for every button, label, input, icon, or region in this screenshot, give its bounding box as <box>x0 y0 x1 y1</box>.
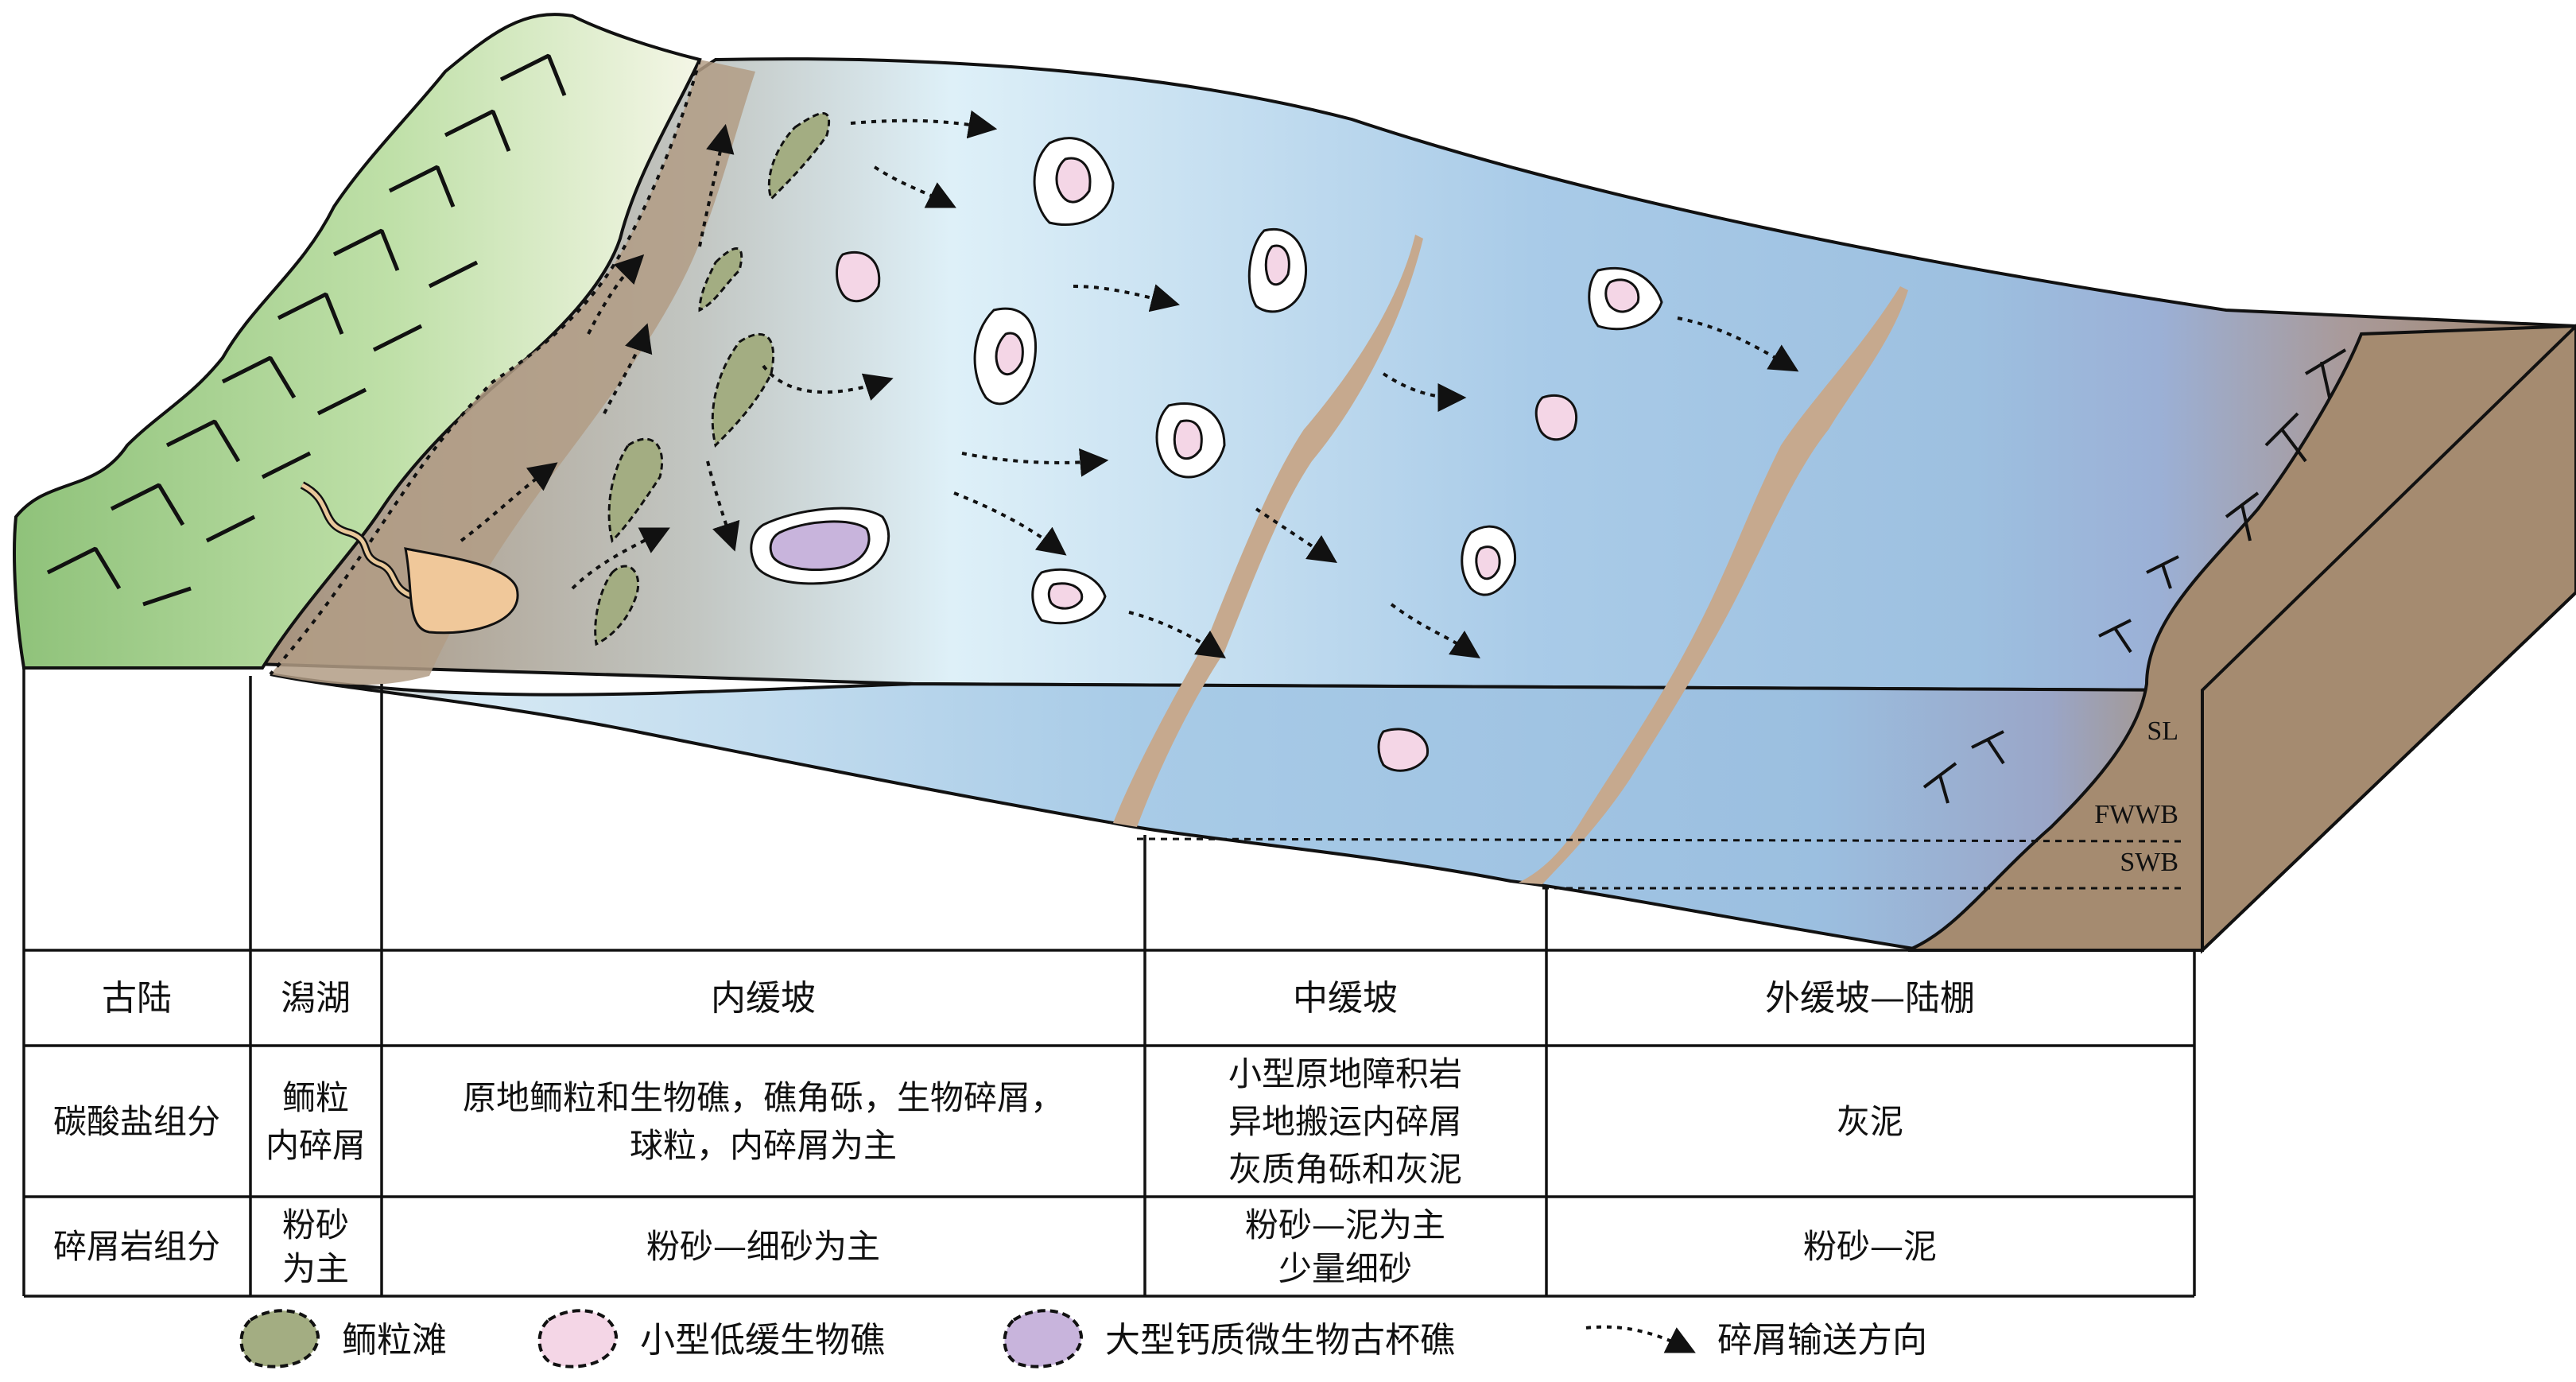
ancient-land <box>13 13 702 670</box>
carbonate-lagoon-line2: 内碎屑 <box>266 1126 366 1165</box>
level-sl: SL <box>2147 716 2178 746</box>
zone-inner-ramp: 内缓坡 <box>711 978 816 1019</box>
clastic-components: 粉砂 为主 粉砂—细砂为主 粉砂—泥为主 少量细砂 粉砂—泥 <box>282 1205 1937 1288</box>
debris-transport-arrows <box>460 110 1799 658</box>
row-headers: 碳酸盐组分 碎屑岩组分 <box>53 1102 220 1266</box>
legend-large-archaeocyath-reef: 大型钙质微生物古杯礁 <box>1105 1320 1455 1361</box>
small-bioherm-icon <box>537 1309 619 1368</box>
carbonate-lagoon-line1: 鲕粒 <box>282 1078 349 1117</box>
front-water-column <box>270 673 2204 952</box>
clastic-lagoon-line1: 粉砂 <box>282 1205 349 1244</box>
clastic-inner: 粉砂—细砂为主 <box>646 1227 880 1266</box>
clastic-middle-line2: 少量细砂 <box>1278 1249 1412 1288</box>
level-fwwb: FWWB <box>2094 800 2178 829</box>
carbonate-inner-line1: 原地鲕粒和生物礁，礁角砾，生物碎屑， <box>463 1078 1064 1117</box>
legend-debris-transport: 碎屑输送方向 <box>1717 1320 1927 1361</box>
zone-middle-ramp: 中缓坡 <box>1293 978 1398 1019</box>
clastic-lagoon-line2: 为主 <box>282 1249 349 1288</box>
shoreline-dashed <box>269 59 701 676</box>
lagoon-zone <box>270 60 755 685</box>
outer-slope-branching-marks <box>1922 348 2347 804</box>
legend-oolite-shoal: 鲕粒滩 <box>342 1320 447 1361</box>
outer-shelf-sediment <box>1907 324 2576 954</box>
clastic-middle-line1: 粉砂—泥为主 <box>1245 1205 1445 1244</box>
river-delta <box>300 481 519 635</box>
small-bioherms <box>836 137 1663 772</box>
zone-ancient-land: 古陆 <box>102 978 172 1019</box>
carbonate-middle-line2: 异地搬运内碎屑 <box>1228 1102 1462 1141</box>
level-swb: SWB <box>2120 848 2178 877</box>
clastic-outer: 粉砂—泥 <box>1803 1227 1937 1266</box>
dotted-arrow-icon <box>1585 1325 1696 1353</box>
large-archaeocyath-reef-icon <box>1003 1309 1084 1368</box>
zone-outer-ramp-shelf: 外缓坡—陆棚 <box>1765 978 1975 1019</box>
oolite-shoals <box>594 112 831 646</box>
zone-names: 古陆 潟湖 内缓坡 中缓坡 外缓坡—陆棚 <box>102 978 1975 1019</box>
legend: 鲕粒滩 小型低缓生物礁 大型钙质微生物古杯礁 碎屑输送方向 <box>239 1309 1927 1368</box>
carbonate-components: 鲕粒 内碎屑 原地鲕粒和生物礁，礁角砾，生物碎屑， 球粒，内碎屑为主 小型原地障… <box>266 1054 1903 1189</box>
legend-small-bioherm: 小型低缓生物礁 <box>640 1320 885 1361</box>
row-header-clastic: 碎屑岩组分 <box>53 1227 220 1266</box>
mid-ramp-sediment-streaks <box>1113 235 1908 884</box>
zone-lagoon: 潟湖 <box>281 978 351 1019</box>
water-levels: SL FWWB SWB <box>1136 716 2187 890</box>
large-archaeocyath-reef <box>750 507 890 585</box>
row-header-carbonate: 碳酸盐组分 <box>53 1102 220 1141</box>
carbonate-outer: 灰泥 <box>1837 1102 1903 1141</box>
carbonate-inner-line2: 球粒，内碎屑为主 <box>630 1126 897 1165</box>
carbonate-middle-line1: 小型原地障积岩 <box>1228 1054 1462 1093</box>
zone-table-grid <box>22 668 2196 1298</box>
carbonate-middle-line3: 灰质角砾和灰泥 <box>1228 1150 1462 1189</box>
oolite-shoal-icon <box>239 1309 320 1368</box>
